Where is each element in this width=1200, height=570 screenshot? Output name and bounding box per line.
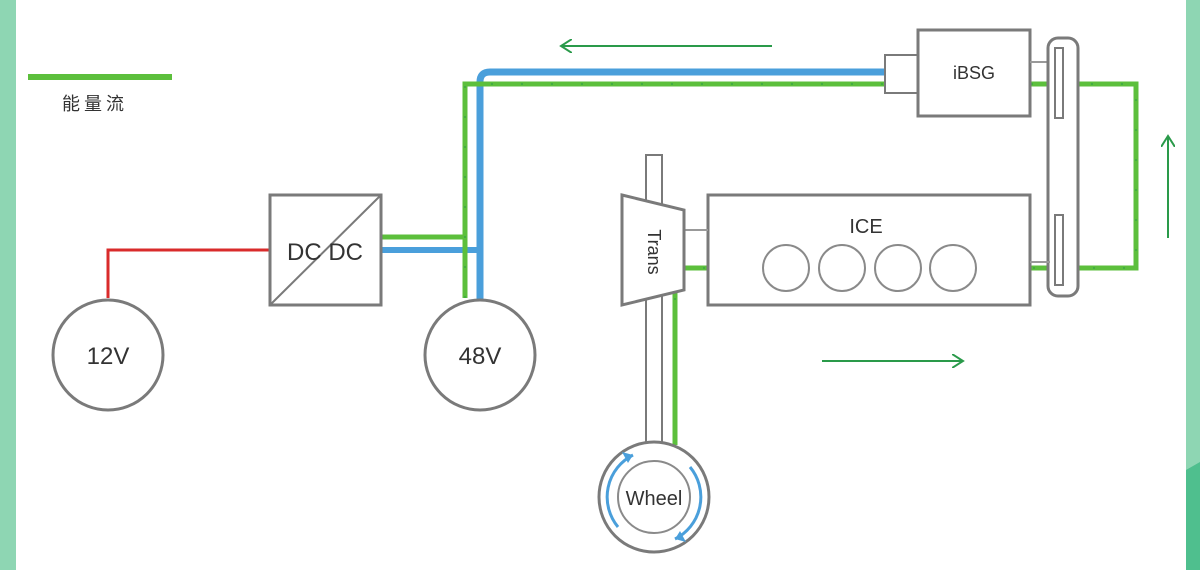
battery-48v-circle — [423, 298, 537, 412]
battery-12v-label: 12V — [87, 343, 130, 370]
cylinder-3 — [874, 244, 922, 292]
legend-label: 能量流 — [62, 94, 128, 115]
ice-box — [706, 193, 1032, 307]
crank-pulley — [1054, 214, 1064, 286]
dcdc-diagonal — [269, 194, 382, 306]
ibsg-pulley — [1054, 47, 1064, 119]
right-corner-accent — [1186, 462, 1200, 570]
ibsg-box — [916, 28, 1032, 118]
wheel-label: Wheel — [626, 488, 683, 510]
energy-flow-path — [462, 81, 1139, 445]
dcdc-label: DC DC — [287, 239, 363, 266]
cylinder-2 — [818, 244, 866, 292]
transmission-box — [620, 193, 686, 307]
cylinder-4 — [929, 244, 977, 292]
wheel-inner — [617, 460, 691, 534]
dcdc-converter: DC DC — [268, 193, 383, 307]
transmission: Trans — [620, 154, 686, 451]
rotation-arrows-icon — [605, 452, 703, 542]
cylinder-1 — [762, 244, 810, 292]
transmission-shaft — [645, 154, 663, 451]
ice-engine: ICE — [684, 193, 1050, 307]
ibsg-connector — [884, 54, 921, 94]
ice-label: ICE — [849, 216, 882, 238]
low-voltage-line — [106, 248, 270, 298]
ibsg-unit: iBSG — [884, 28, 1048, 118]
battery-12v-circle — [51, 298, 165, 412]
ibsg-label: iBSG — [953, 63, 995, 83]
battery-48v: 48V — [423, 298, 537, 412]
legend: 能量流 — [28, 74, 172, 115]
left-side-band — [0, 0, 16, 570]
wheel: Wheel — [597, 440, 711, 554]
transmission-label: Trans — [644, 229, 664, 274]
belt-drive — [1046, 36, 1080, 298]
battery-48v-label: 48V — [459, 343, 502, 370]
right-side-band — [1186, 0, 1200, 570]
battery-12v: 12V — [51, 298, 165, 412]
